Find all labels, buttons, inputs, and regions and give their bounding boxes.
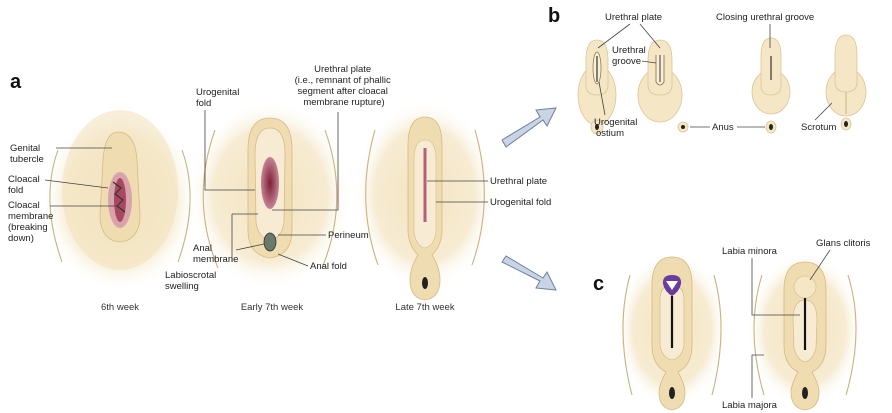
label-urogenital-fold-2: fold	[196, 98, 211, 109]
svg-text:Urogenital ostium: Urogenital ostium	[594, 117, 640, 139]
label-b-urogenital-ostium-1: Urogenital	[594, 117, 637, 128]
label-urethral-plate-2: (i.e., remnant of phallic	[295, 75, 391, 86]
label-b-urethral-groove-2: groove	[612, 56, 641, 67]
label-cloacal-membrane-3: (breaking	[8, 222, 48, 233]
arrow-to-panel-c	[502, 256, 556, 290]
label-cloacal-membrane-2: membrane	[8, 211, 53, 222]
label-late-urogenital-fold: Urogenital fold	[490, 197, 551, 208]
label-c-glans-clitoris: Glans clitoris	[816, 238, 871, 249]
panel-c-drawing-1	[616, 252, 728, 410]
label-b-closing-groove: Closing urethral groove	[716, 12, 814, 23]
panel-c-drawing-2	[747, 252, 863, 410]
label-labioscrotal-1: Labioscrotal	[165, 270, 216, 281]
label-cloacal-fold-1: Cloacal	[8, 174, 40, 185]
caption-6th-week: 6th week	[101, 302, 139, 313]
label-urethral-plate-3: segment after cloacal	[298, 86, 388, 97]
label-perineum: Perineum	[328, 230, 369, 241]
label-b-urogenital-ostium-2: ostium	[596, 128, 624, 139]
label-genital-tubercle-2: tubercle	[10, 154, 44, 165]
label-cloacal-membrane-1: Cloacal	[8, 200, 40, 211]
svg-text:Urethral plate (i.e., remn: Urethral plate (i.e., remnant of phallic…	[295, 64, 394, 108]
label-b-urethral-plate: Urethral plate	[605, 12, 662, 23]
label-c-labia-majora: Labia majora	[722, 400, 778, 411]
panel-c-letter: c	[593, 273, 604, 295]
svg-text:Cloacal fold: Cloacal fold	[8, 174, 42, 196]
label-b-anus: Anus	[712, 122, 734, 133]
panel-b-drawing-3	[752, 38, 790, 133]
svg-text:Genital tubercle: Genital tubercle	[10, 143, 44, 165]
label-anal-fold: Anal fold	[310, 261, 347, 272]
stage-6th-week-drawing	[42, 108, 198, 292]
svg-text:Urogenital fold: Urogenital fold	[196, 87, 242, 109]
leader-b-scrotum	[815, 103, 832, 120]
panel-b-anus-mark	[678, 122, 688, 132]
label-cloacal-membrane-4: down)	[8, 233, 34, 244]
svg-text:Urethral groove: Urethral groove	[612, 45, 648, 67]
caption-late-7th-week: Late 7th week	[395, 302, 454, 313]
stage-late-7th-week-drawing	[353, 100, 497, 300]
caption-early-7th-week: Early 7th week	[241, 302, 304, 313]
label-b-urethral-groove-1: Urethral	[612, 45, 646, 56]
label-urogenital-fold-1: Urogenital	[196, 87, 239, 98]
label-b-scrotum: Scrotum	[801, 122, 836, 133]
label-anal-membrane-2: membrane	[193, 254, 238, 265]
svg-text:Labioscrotal swelling: Labioscrotal swelling	[165, 270, 219, 292]
arrow-to-panel-b	[502, 108, 556, 147]
label-genital-tubercle-1: Genital	[10, 143, 40, 154]
panel-b-letter: b	[548, 5, 560, 27]
label-c-labia-minora: Labia minora	[722, 246, 778, 257]
label-urethral-plate-4: membrane rupture)	[303, 97, 384, 108]
label-cloacal-fold-2: fold	[8, 185, 23, 196]
label-labioscrotal-2: swelling	[165, 281, 199, 292]
label-urethral-plate-1: Urethral plate	[314, 64, 371, 75]
label-anal-membrane-1: Anal	[193, 243, 212, 254]
label-late-urethral-plate: Urethral plate	[490, 176, 547, 187]
panel-a-letter: a	[10, 71, 22, 93]
panel-b-drawing-4	[826, 35, 866, 130]
